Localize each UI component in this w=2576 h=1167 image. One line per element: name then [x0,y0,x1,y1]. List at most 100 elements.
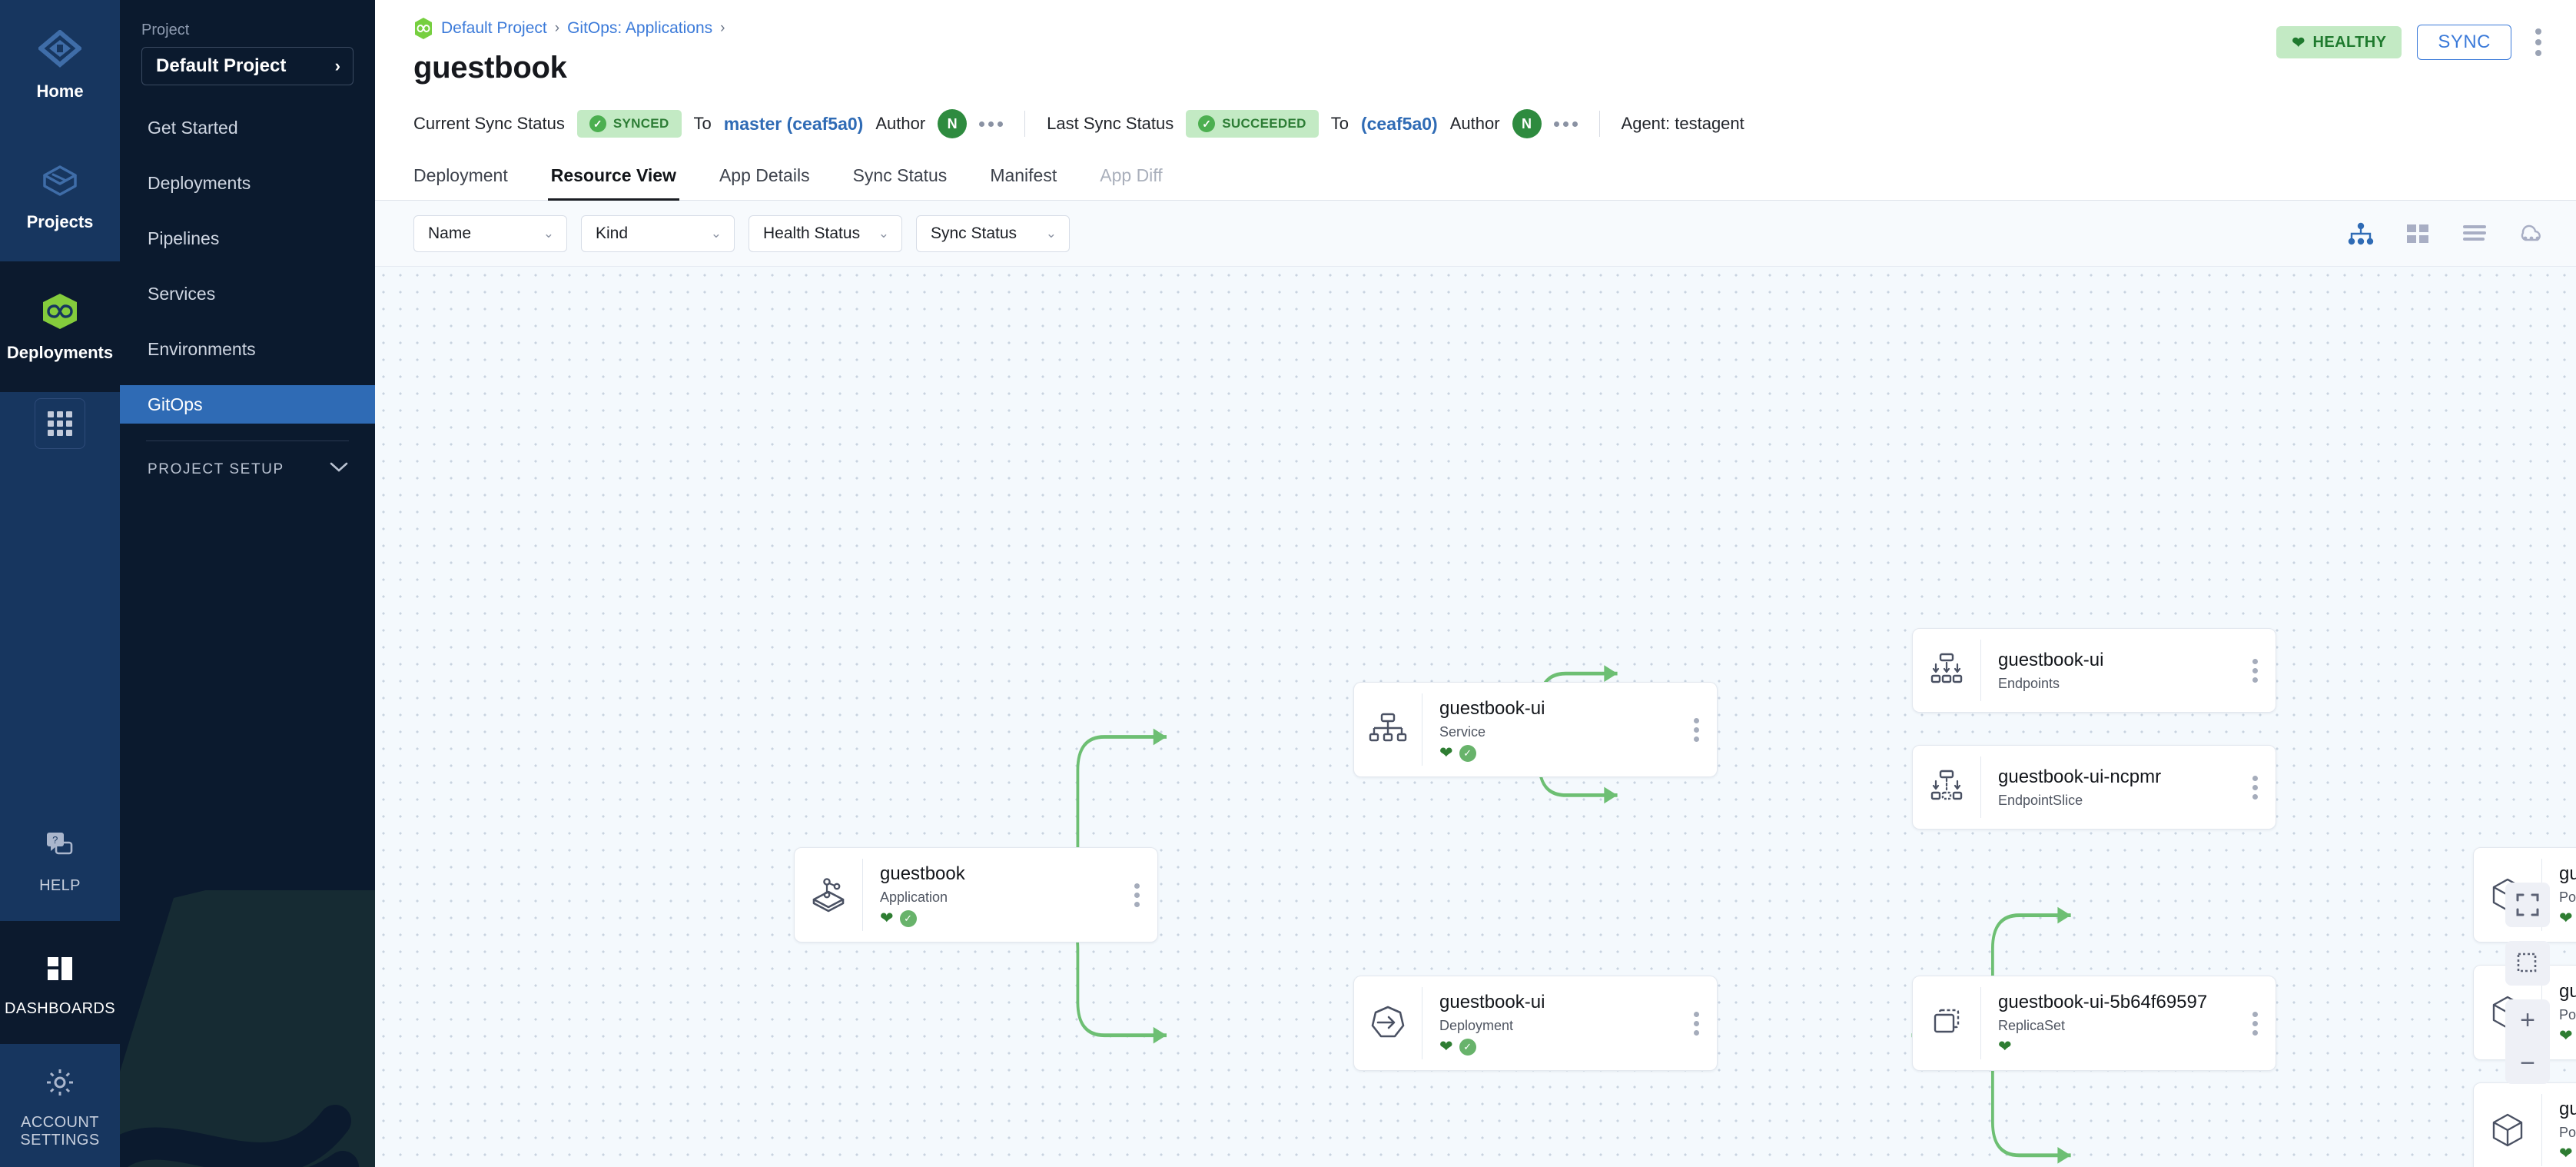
node-name: guestbook [880,863,965,884]
name-filter[interactable]: Name ⌄ [413,214,567,252]
rail-label-projects: Projects [26,212,94,232]
network-view-icon[interactable] [2518,221,2545,246]
more-options-icon[interactable] [2527,25,2550,60]
sidebar-item-label: Pipelines [148,228,220,248]
health-status-filter[interactable]: Health Status ⌄ [749,214,902,252]
page-header: Default Project › GitOps: Applications ›… [375,0,2576,85]
fit-to-screen-icon[interactable] [2505,883,2550,927]
sync-status-filter[interactable]: Sync Status ⌄ [916,214,1070,252]
current-revision-link[interactable]: master (ceaf5a0) [723,113,864,134]
health-heart-icon: ❤ [2559,1145,2573,1162]
node-name: guestbook-ui-5b64f6959… [2559,1098,2576,1119]
last-sync-status-badge: ✓ SUCCEEDED [1186,110,1319,138]
current-author-more-icon[interactable] [979,121,1004,127]
node-kind: Pod [2559,1124,2576,1140]
rail-item-deployments[interactable]: Deployments [0,261,120,392]
health-heart-icon: ❤ [1439,1038,1453,1056]
project-selector-label: Default Project [156,55,287,76]
sidebar-nav: Get Started Deployments Pipelines Servic… [120,108,375,424]
project-selector[interactable]: Default Project › [141,47,354,85]
resource-graph-canvas[interactable]: guestbook Application ❤ ✓ [375,267,2576,1167]
current-sync-status-badge: ✓ SYNCED [576,110,682,138]
rail-item-projects[interactable]: Projects [0,131,120,261]
graph-node-application[interactable]: guestbook Application ❤ ✓ [794,847,1158,943]
chevron-down-icon [329,461,349,478]
sidebar-item-get-started[interactable]: Get Started [120,108,375,147]
sidebar-item-deployments[interactable]: Deployments [120,164,375,202]
chevron-down-icon: ⌄ [543,225,554,241]
node-more-icon[interactable] [2242,1011,2268,1036]
node-more-icon[interactable] [2242,775,2268,800]
node-more-icon[interactable] [1683,1011,1709,1036]
graph-node-replicaset[interactable]: guestbook-ui-5b64f69597 ReplicaSet ❤ [1912,976,2276,1071]
avatar: N [938,109,968,138]
node-body: guestbook-ui-5b64f6959… Pod ❤ [2542,1099,2576,1162]
sync-button[interactable]: SYNC [2417,25,2511,60]
tab-sync-status[interactable]: Sync Status [832,165,969,200]
tree-view-icon[interactable] [2347,221,2375,246]
help-chat-icon: ? [38,825,82,866]
node-more-icon[interactable] [1683,717,1709,742]
node-divider [1980,987,1981,1059]
health-heart-icon: ❤ [2559,909,2573,927]
last-author-more-icon[interactable] [1553,121,1578,127]
tab-label: Deployment [413,165,508,185]
node-more-icon[interactable] [1124,883,1150,907]
node-kind: ReplicaSet [1998,1017,2066,1033]
health-heart-icon: ❤ [880,909,894,927]
rail-label-home: Home [36,81,84,101]
graph-node-service[interactable]: guestbook-ui Service ❤ ✓ [1353,682,1718,777]
graph-node-endpointslice[interactable]: guestbook-ui-ncpmr EndpointSlice [1912,745,2276,830]
select-area-icon[interactable] [2505,941,2550,986]
sidebar-item-pipelines[interactable]: Pipelines [120,219,375,258]
view-mode-switcher [2347,221,2550,246]
list-view-icon[interactable] [2461,221,2488,246]
node-status-icons: ❤ [1998,1039,2236,1056]
sidebar-item-label: GitOps [148,394,203,414]
node-more-icon[interactable] [2242,658,2268,683]
apps-grid-icon[interactable] [35,398,85,449]
graph-node-pod-3[interactable]: guestbook-ui-5b64f6959… Pod ❤ [2473,1082,2576,1167]
sidebar-item-gitops[interactable]: GitOps [120,385,375,424]
tab-label: App Diff [1100,165,1163,185]
node-body: guestbook-ui Endpoints [1981,650,2242,692]
rail-item-home[interactable]: Home [0,0,120,131]
rail-item-help[interactable]: ? HELP [0,798,120,921]
kind-filter-label: Kind [596,224,629,242]
node-status-icons: ❤ [2559,1145,2576,1162]
last-revision-link[interactable]: (ceaf5a0) [1360,113,1438,134]
node-status-icons: ❤ ✓ [880,909,1117,927]
avatar: N [1512,109,1542,138]
tab-resource-view[interactable]: Resource View [529,165,698,201]
divider [1598,111,1600,137]
sidebar-project-setup[interactable]: PROJECT SETUP [120,461,375,478]
node-kind: Pod [2559,889,2576,905]
node-kind: Service [1439,723,1486,740]
zoom-in-icon[interactable]: + [2520,1006,2535,1035]
main-content: Default Project › GitOps: Applications ›… [375,0,2576,1167]
tab-app-details[interactable]: App Details [698,165,832,200]
rail-item-dashboards[interactable]: DASHBOARDS [0,921,120,1044]
node-status-icons: ❤ [2559,910,2576,927]
zoom-out-icon[interactable]: − [2520,1049,2535,1078]
tab-deployment[interactable]: Deployment [413,165,529,200]
page-header-left: Default Project › GitOps: Applications ›… [413,17,2276,85]
node-name: guestbook-ui [1439,697,1545,719]
breadcrumb-item-gitops-applications[interactable]: GitOps: Applications [567,19,713,37]
chevron-right-icon: › [334,56,340,75]
kind-filter[interactable]: Kind ⌄ [581,214,735,252]
sidebar-item-environments[interactable]: Environments [120,330,375,368]
tab-manifest[interactable]: Manifest [968,165,1078,200]
graph-node-deployment[interactable]: guestbook-ui Deployment ❤ ✓ [1353,976,1718,1071]
canvas-tools: + − [2505,883,2550,1084]
grid-view-icon[interactable] [2404,221,2432,246]
rail-item-account-settings[interactable]: ACCOUNT SETTINGS [0,1044,120,1167]
sidebar-item-label: Services [148,283,216,304]
sidebar-item-services[interactable]: Services [120,274,375,313]
application-icon [795,875,862,915]
tab-label: Manifest [990,165,1057,185]
graph-node-endpoints[interactable]: guestbook-ui Endpoints [1912,628,2276,713]
breadcrumb-item-default-project[interactable]: Default Project [441,19,547,37]
sync-status-filter-label: Sync Status [931,224,1017,242]
node-name: guestbook-ui-5b64f6959… [2559,863,2576,884]
